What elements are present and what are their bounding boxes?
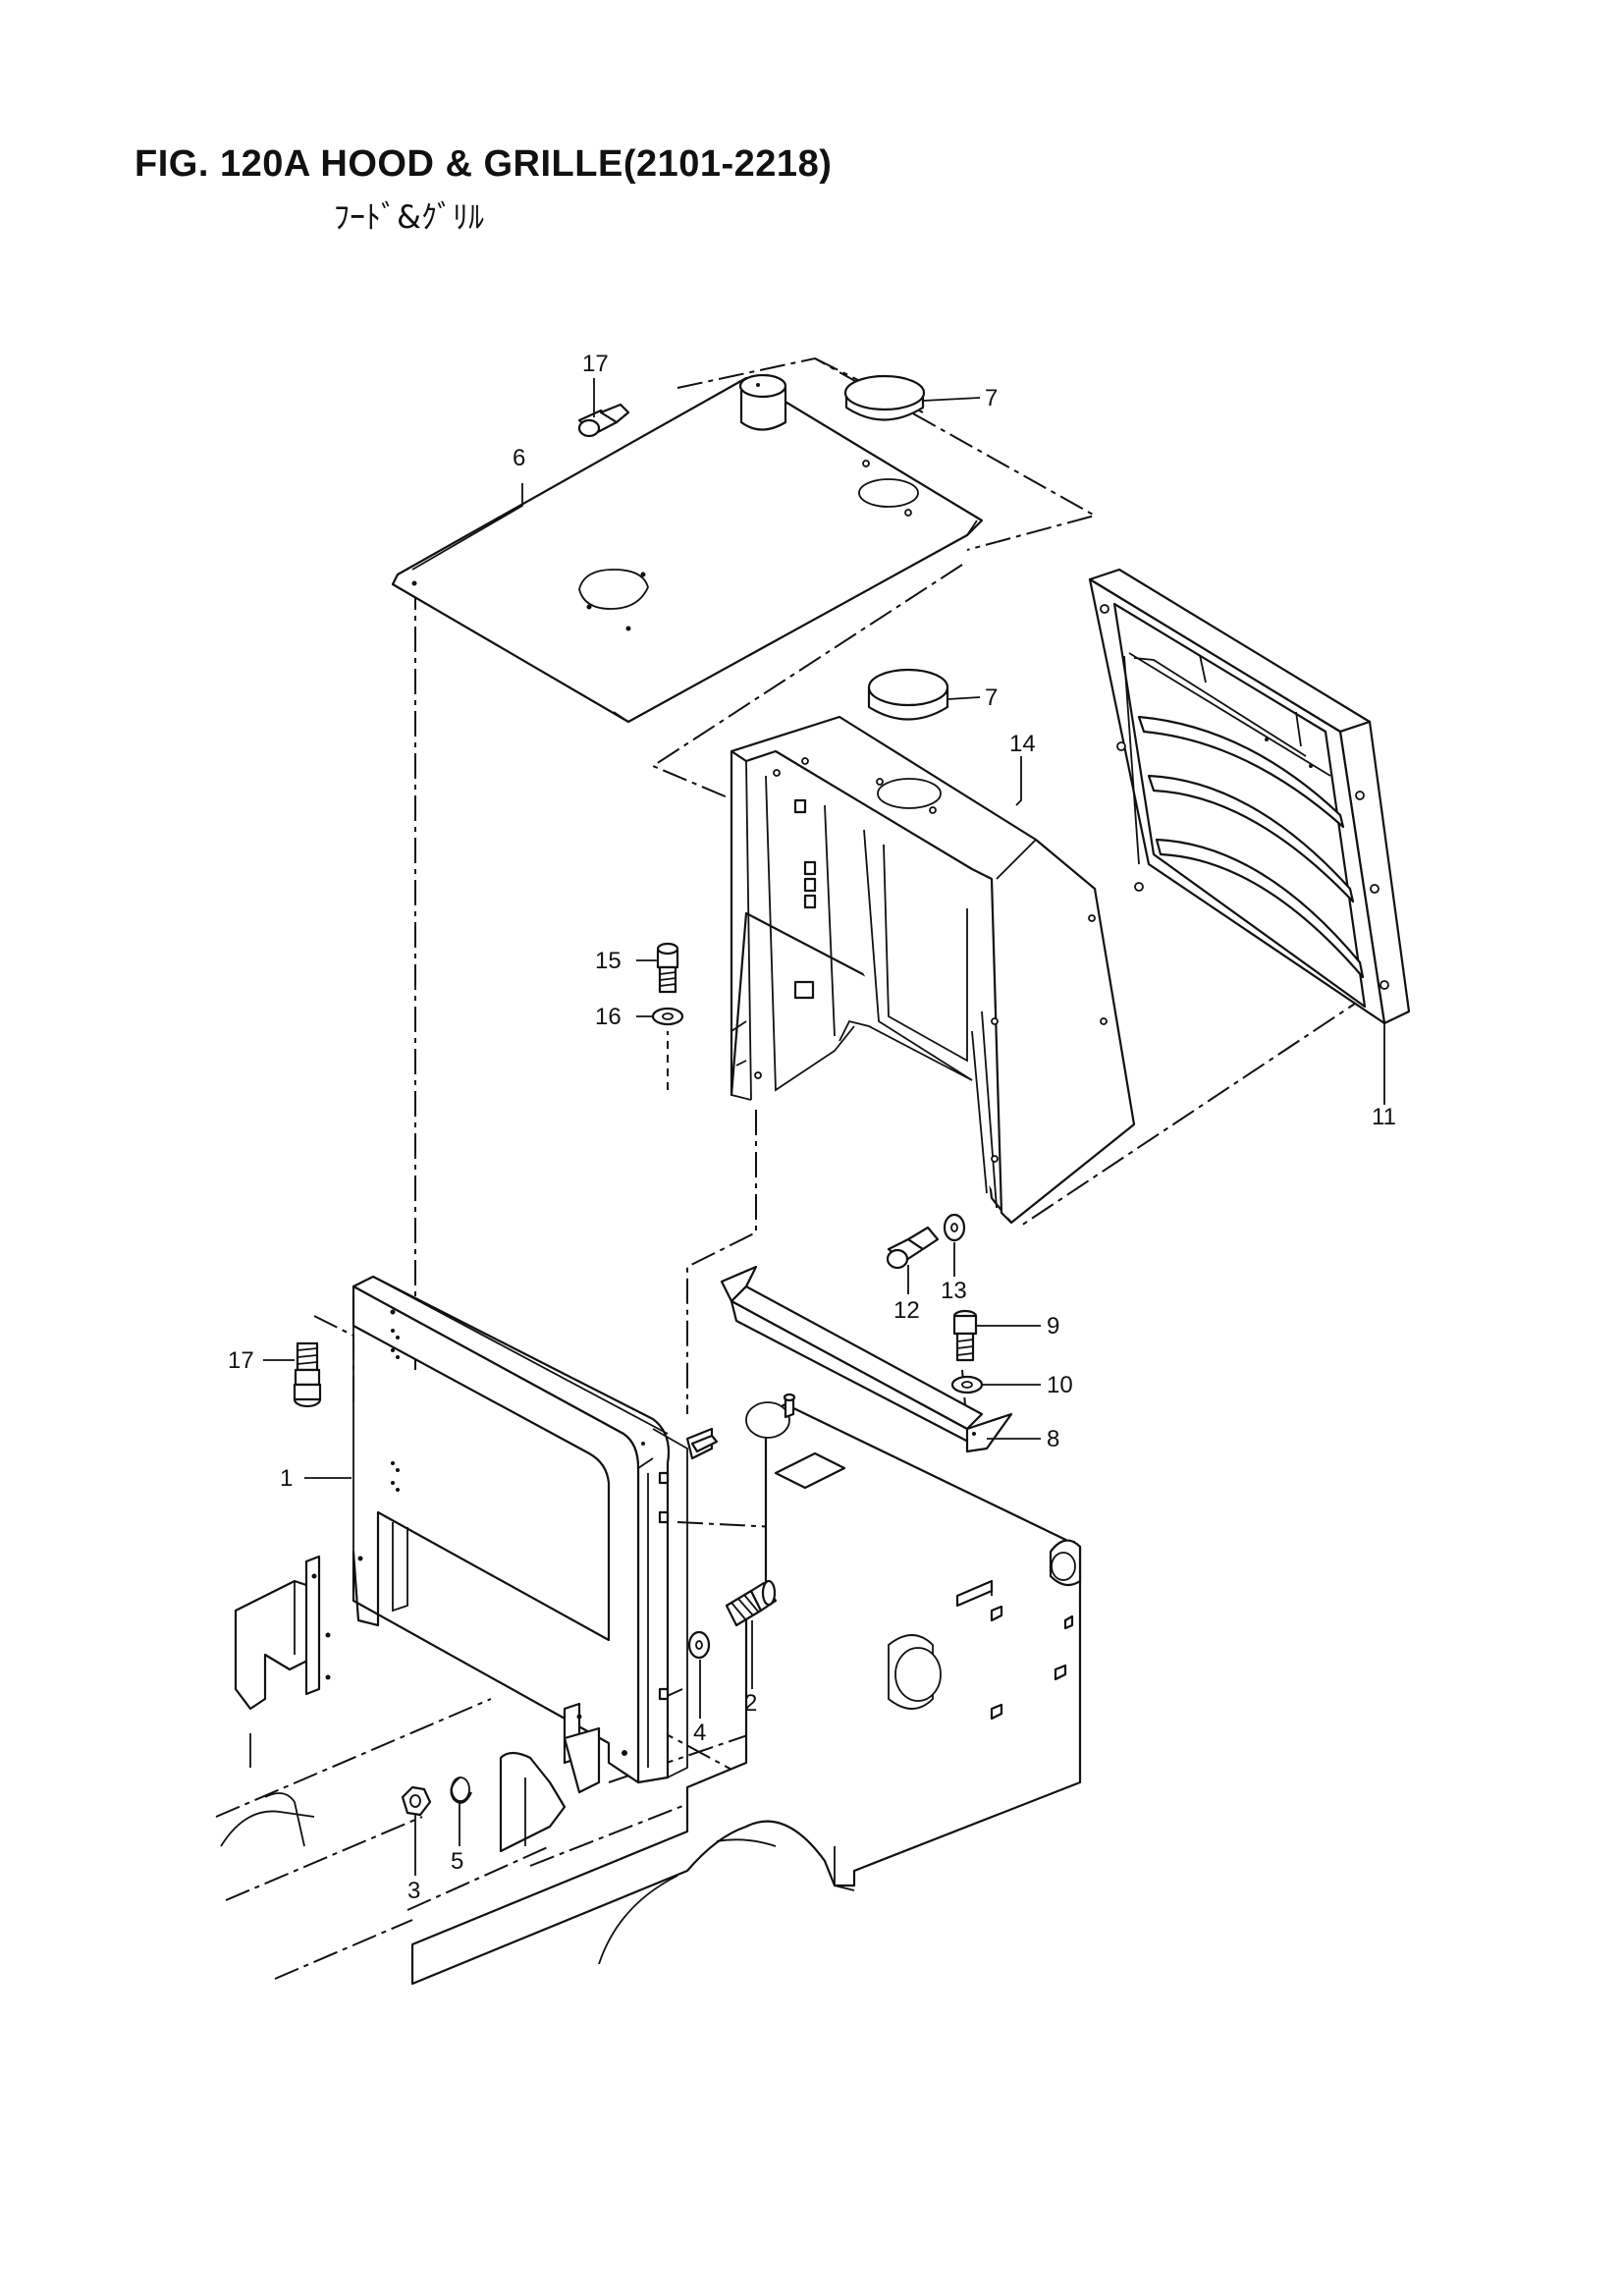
callout-6: 6 [513,445,525,471]
bolt-17-upper[interactable] [577,403,630,438]
callout-labels: 17 6 7 7 14 11 15 16 12 13 9 10 8 17 1 2… [228,351,1396,1904]
figure-title: FIG. 120A HOOD & GRILLE(2101-2218) [135,143,833,185]
callout-17-lower: 17 [228,1347,254,1374]
callout-4: 4 [693,1720,706,1746]
callout-10: 10 [1047,1372,1073,1398]
bolt-9[interactable] [952,1309,978,1362]
callout-2: 2 [744,1690,757,1717]
washer-16[interactable] [651,1007,684,1026]
washer-13[interactable] [943,1213,966,1242]
bolt-2[interactable] [725,1579,778,1627]
figure-subtitle: ﾌｰﾄﾞ&ｸﾞﾘﾙ [334,198,484,236]
callout-11: 11 [1372,1104,1396,1130]
hood-shroud-14[interactable] [730,715,1136,1225]
callout-9: 9 [1047,1313,1059,1339]
callout-5: 5 [451,1848,463,1875]
bolt-17-lower[interactable] [293,1341,322,1408]
washer-10[interactable] [950,1375,984,1394]
callout-7-upper: 7 [985,385,998,411]
callout-16: 16 [595,1004,622,1030]
nut-3[interactable] [401,1785,432,1817]
callout-13: 13 [941,1278,967,1304]
side-bracket [685,1427,719,1460]
filler-cap-lower[interactable] [867,668,949,721]
hood-top-panel[interactable] [391,376,984,724]
exhaust-pipe-stub [738,373,787,431]
callout-3: 3 [407,1878,420,1904]
callout-8: 8 [1047,1426,1059,1452]
front-grille[interactable] [1088,568,1411,1025]
support-bar-8[interactable] [720,1265,1013,1453]
washer-4[interactable] [687,1630,711,1660]
callout-7-lower: 7 [985,684,998,711]
callout-14: 14 [1009,731,1036,757]
snap-ring-5[interactable] [450,1777,472,1804]
bolt-12[interactable] [886,1226,940,1270]
callout-1: 1 [280,1465,293,1492]
bolt-15[interactable] [656,942,679,994]
filler-cap-upper[interactable] [843,374,926,421]
callout-15: 15 [595,948,622,974]
side-panel-1[interactable] [352,1275,688,1784]
callout-12: 12 [893,1297,920,1324]
lower-body-frame [410,1393,1082,1986]
left-fender [220,1555,678,1965]
callout-leaders [263,378,1385,1876]
callout-17-upper: 17 [582,351,609,377]
